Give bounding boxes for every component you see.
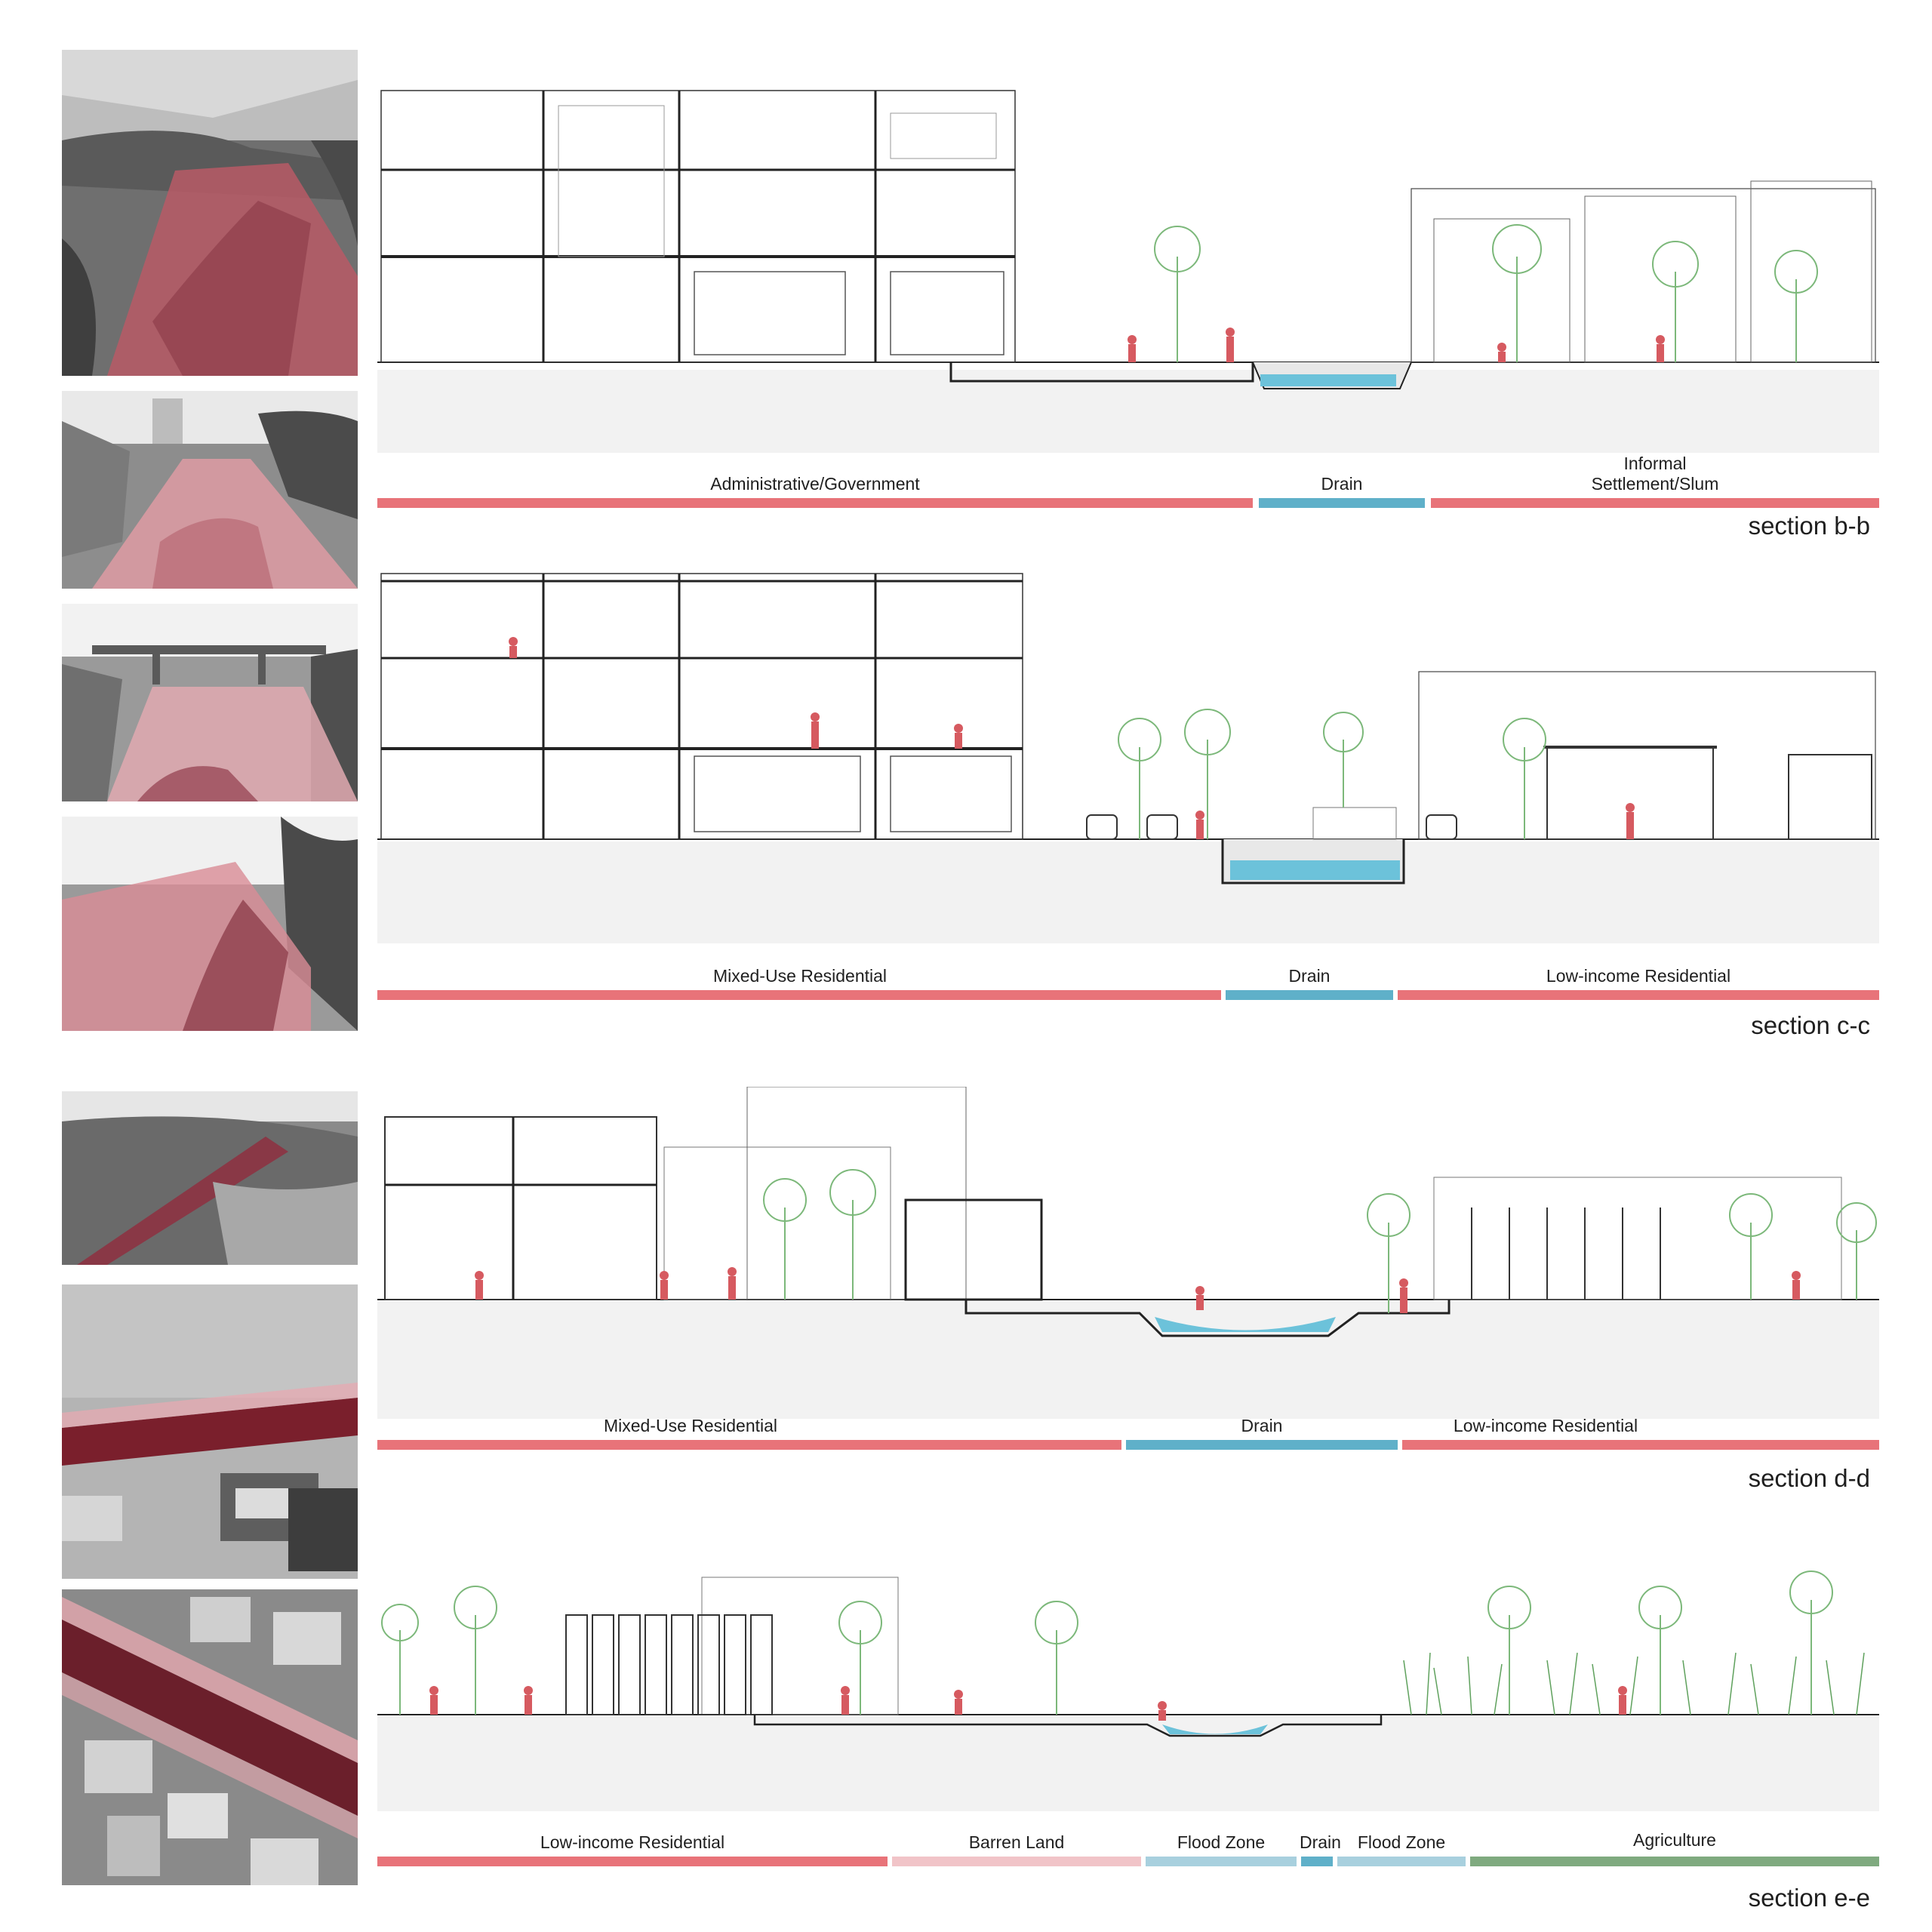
zone-label: Low-income Residential bbox=[1546, 966, 1731, 986]
zone-bar bbox=[377, 1857, 888, 1866]
section-b-b: Administrative/Government Drain Informal… bbox=[377, 45, 1879, 543]
section-c-c: Mixed-Use Residential Drain Low-income R… bbox=[377, 558, 1879, 1041]
zone-label: Barren Land bbox=[968, 1832, 1065, 1852]
drain-photo-3 bbox=[62, 604, 358, 801]
aerial-photo-6 bbox=[62, 1284, 358, 1579]
section-drawing-c-c bbox=[377, 573, 1879, 943]
zone-bar bbox=[377, 1440, 1121, 1450]
drain-photo-5 bbox=[62, 1091, 358, 1265]
zone-label: Administrative/Government bbox=[710, 474, 920, 494]
zone-label: Drain bbox=[1241, 1416, 1283, 1435]
section-drawing-b-b bbox=[377, 90, 1879, 453]
section-title: section e-e bbox=[1748, 1884, 1870, 1912]
zone-bar bbox=[377, 498, 1253, 508]
zone-bar bbox=[1126, 1440, 1398, 1450]
zone-bar bbox=[1146, 1857, 1297, 1866]
section-drawing-e-e bbox=[377, 1571, 1879, 1811]
zone-label: Low-income Residential bbox=[1453, 1416, 1638, 1435]
drain-photo-1 bbox=[62, 50, 358, 376]
zone-label: Agriculture bbox=[1633, 1830, 1716, 1850]
zone-bar bbox=[1470, 1857, 1879, 1866]
section-d-d: Mixed-Use Residential Drain Low-income R… bbox=[377, 1087, 1879, 1517]
zone-label: Mixed-Use Residential bbox=[603, 1416, 778, 1435]
zone-label: Drain bbox=[1288, 966, 1331, 986]
zone-bar bbox=[892, 1857, 1141, 1866]
zone-bar bbox=[1398, 990, 1879, 1000]
zone-label: Flood Zone bbox=[1357, 1832, 1446, 1852]
section-title: section c-c bbox=[1751, 1011, 1870, 1039]
zone-label: Flood Zone bbox=[1177, 1832, 1266, 1852]
zone-bar bbox=[1226, 990, 1393, 1000]
zone-label: Low-income Residential bbox=[540, 1832, 725, 1852]
zone-label: Informal Settlement/Slum bbox=[1591, 454, 1719, 494]
drain-photo-2 bbox=[62, 391, 358, 589]
aerial-photo-7 bbox=[62, 1589, 358, 1885]
zone-bar bbox=[1259, 498, 1425, 508]
zone-bar bbox=[1337, 1857, 1466, 1866]
section-title: section b-b bbox=[1748, 512, 1870, 540]
section-title: section d-d bbox=[1748, 1464, 1870, 1492]
section-e-e: Low-income Residential Barren Land Flood… bbox=[377, 1570, 1879, 1924]
drain-photo-4 bbox=[62, 817, 358, 1031]
section-drawing-d-d bbox=[377, 1087, 1879, 1419]
zone-label: Drain bbox=[1300, 1832, 1341, 1852]
zone-bar bbox=[377, 990, 1221, 1000]
zone-bar bbox=[1301, 1857, 1333, 1866]
zone-bar bbox=[1402, 1440, 1879, 1450]
zone-label: Drain bbox=[1321, 474, 1363, 494]
zone-label: Mixed-Use Residential bbox=[712, 966, 888, 986]
zone-bar bbox=[1431, 498, 1879, 508]
